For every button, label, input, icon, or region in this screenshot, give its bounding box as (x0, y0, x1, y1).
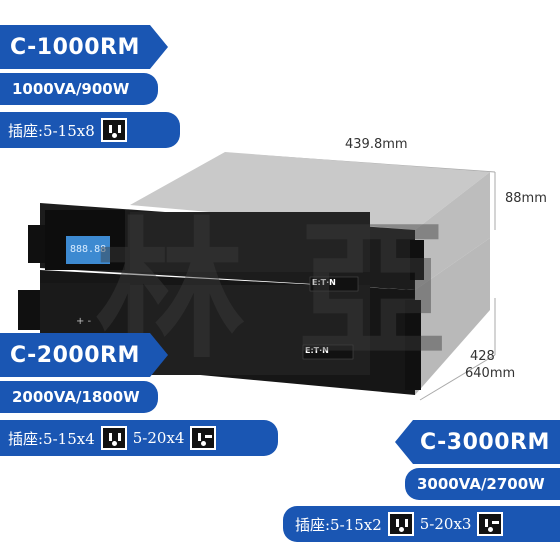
brand-logo-bottom: E:T·N (305, 346, 329, 355)
spec-c1000rm: 1000VA/900W (0, 73, 158, 105)
spec-c3000rm: 3000VA/2700W (405, 468, 560, 500)
outlets-c3000rm: 插座:5-15x2 5-20x3 (283, 506, 560, 542)
brand-logo-top: E:T·N (312, 278, 336, 287)
nema-5-20-socket-icon (477, 512, 504, 536)
dimension-depth-2: 640mm (465, 366, 516, 381)
nema-5-20-socket-icon (190, 426, 217, 450)
outlets-c3000rm-5-20-label: 5-20x3 (419, 515, 472, 533)
dimension-depth-1: 428 (470, 349, 495, 364)
nema-5-15-socket-icon (100, 118, 127, 142)
svg-text:+ -: + - (76, 316, 92, 327)
model-title-c2000rm: C-2000RM (10, 333, 140, 377)
svg-text:888.88: 888.88 (70, 244, 106, 255)
outlets-c1000rm-5-15-label: 插座:5-15x8 (8, 121, 95, 140)
outlets-c3000rm-5-15-label: 插座:5-15x2 (295, 515, 382, 534)
nema-5-15-socket-icon (100, 426, 127, 450)
model-title-c3000rm: C-3000RM (420, 420, 550, 464)
nema-5-15-socket-icon (387, 512, 414, 536)
dimension-height: 88mm (505, 191, 547, 206)
model-title-c1000rm: C-1000RM (10, 25, 140, 69)
outlets-c2000rm: 插座:5-15x4 5-20x4 (0, 420, 278, 456)
spec-c2000rm: 2000VA/1800W (0, 381, 158, 413)
outlets-c1000rm: 插座:5-15x8 (0, 112, 180, 148)
dimension-width: 439.8mm (345, 137, 408, 152)
outlets-c2000rm-5-20-label: 5-20x4 (132, 429, 185, 447)
outlets-c2000rm-5-15-label: 插座:5-15x4 (8, 429, 95, 448)
